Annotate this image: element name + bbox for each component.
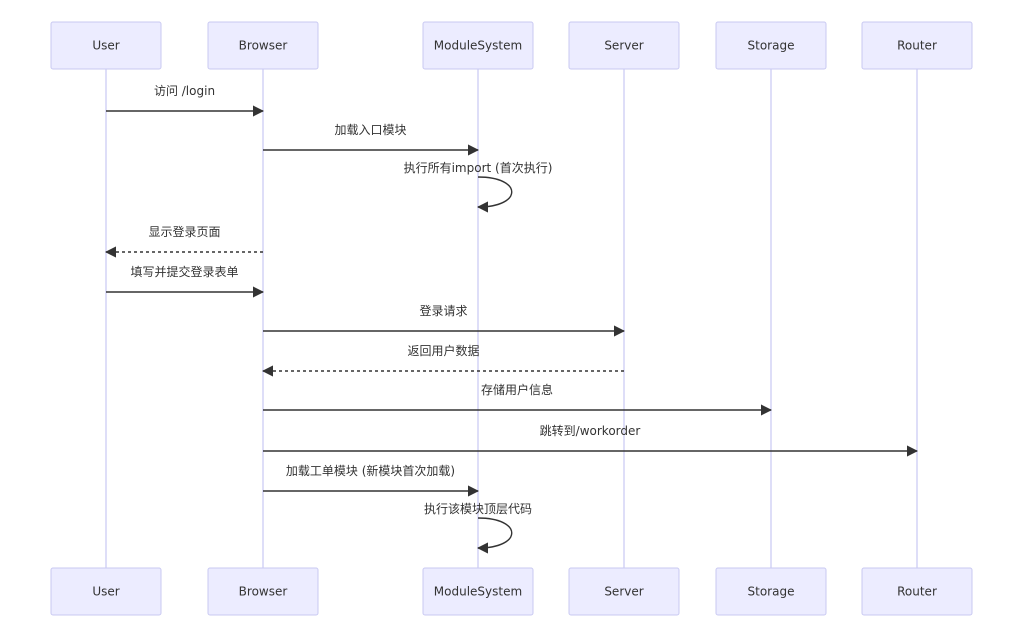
message-9: 跳转到/workorder: [263, 423, 919, 457]
actor-box: [422, 21, 534, 70]
message-1: 访问 /login: [106, 84, 265, 117]
actor-modulesystem-top: ModuleSystem: [422, 21, 534, 70]
actor-label: Server: [604, 585, 643, 599]
message-11: 执行该模块顶层代码: [424, 502, 532, 554]
actor-box: [715, 21, 827, 70]
message-3: 执行所有import (首次执行): [404, 161, 553, 213]
actor-storage-bottom: Storage: [715, 567, 827, 616]
actor-box: [861, 567, 973, 616]
actor-box: [207, 567, 319, 616]
actor-label: Storage: [748, 585, 795, 599]
message-label: 返回用户数据: [407, 343, 479, 358]
message-label: 跳转到/workorder: [540, 423, 641, 438]
lifelines: [105, 69, 918, 568]
message-2: 加载入口模块: [263, 123, 480, 156]
message-8: 存储用户信息: [263, 382, 773, 416]
actor-box: [50, 567, 162, 616]
actors-bottom: User Browser ModuleSystem Server Storage Rout…: [50, 567, 973, 616]
actor-label: ModuleSystem: [434, 39, 522, 53]
message-label: 填写并提交登录表单: [130, 264, 238, 279]
message-label: 加载工单模块 (新模块首次加载): [286, 463, 455, 478]
actor-server-bottom: Server: [568, 567, 680, 616]
actor-label: Browser: [239, 39, 288, 53]
actor-browser-top: Browser: [207, 21, 319, 70]
message-4: 显示登录页面: [104, 224, 263, 258]
actor-box: [568, 21, 680, 70]
message-label: 访问 /login: [154, 84, 215, 98]
actor-server-top: Server: [568, 21, 680, 70]
actor-box: [715, 567, 827, 616]
actor-box: [861, 21, 973, 70]
message-label: 加载入口模块: [334, 123, 406, 137]
message-5: 填写并提交登录表单: [106, 264, 265, 298]
actor-label: Router: [897, 39, 937, 53]
message-label: 存储用户信息: [481, 382, 553, 397]
message-6: 登录请求: [263, 303, 626, 337]
message-label: 执行该模块顶层代码: [424, 502, 532, 516]
actor-label: Server: [604, 39, 643, 53]
actor-label: Storage: [748, 39, 795, 53]
actor-storage-top: Storage: [715, 21, 827, 70]
message-label: 显示登录页面: [148, 224, 220, 239]
message-7: 返回用户数据: [261, 343, 624, 377]
self-message-arrow: [476, 517, 513, 554]
actor-router-top: Router: [861, 21, 973, 70]
actor-label: User: [92, 585, 119, 599]
actor-box: [422, 567, 534, 616]
message-label: 登录请求: [419, 303, 467, 318]
actor-box: [50, 21, 162, 70]
actor-label: ModuleSystem: [434, 585, 522, 599]
actor-user-bottom: User: [50, 567, 162, 616]
message-10: 加载工单模块 (新模块首次加载): [263, 463, 480, 497]
actor-label: Router: [897, 585, 937, 599]
actor-modulesystem-bottom: ModuleSystem: [422, 567, 534, 616]
message-label: 执行所有import (首次执行): [404, 161, 553, 175]
actor-label: User: [92, 39, 119, 53]
self-message-arrow: [476, 176, 513, 213]
actor-user-top: User: [50, 21, 162, 70]
actor-router-bottom: Router: [861, 567, 973, 616]
actor-browser-bottom: Browser: [207, 567, 319, 616]
actor-box: [568, 567, 680, 616]
actors-top: User Browser ModuleSystem Server Storage Rout…: [50, 21, 973, 70]
actor-box: [207, 21, 319, 70]
actor-label: Browser: [239, 585, 288, 599]
